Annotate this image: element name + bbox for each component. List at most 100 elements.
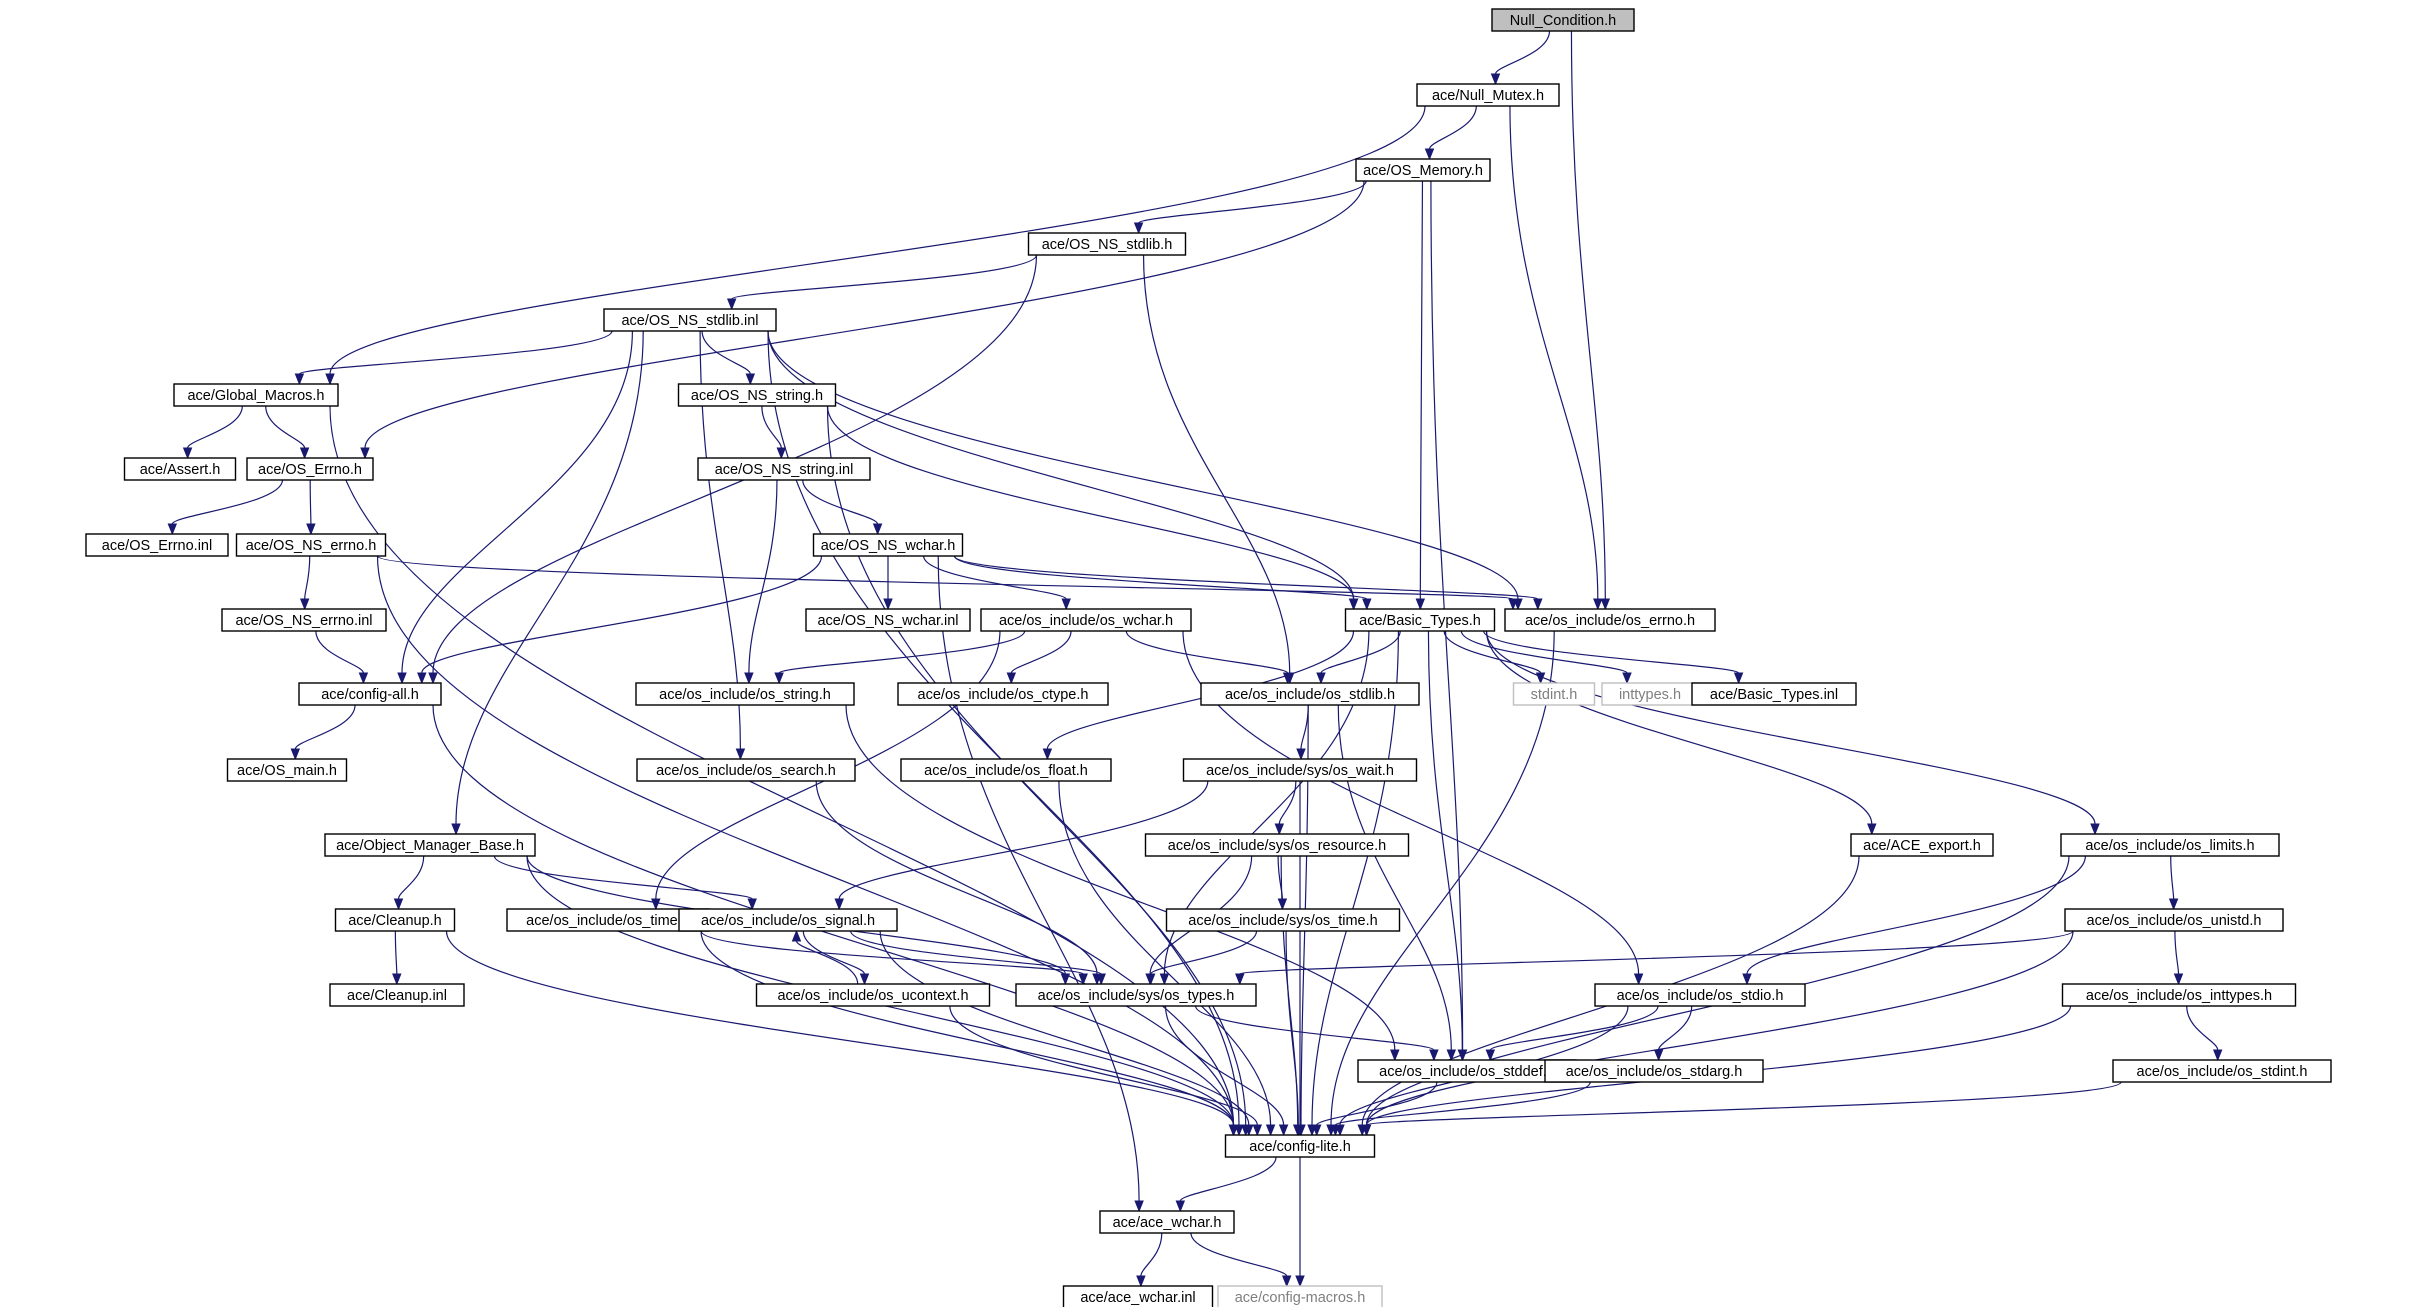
edge-line bbox=[1570, 30, 1606, 600]
node-basic-types-inl[interactable]: ace/Basic_Types.inl bbox=[1691, 682, 1857, 706]
node-box bbox=[636, 758, 856, 782]
node-inc-os-unistd[interactable]: ace/os_include/os_unistd.h bbox=[2064, 908, 2284, 932]
edge-line bbox=[767, 330, 1355, 600]
node-label: inttypes.h bbox=[1619, 687, 1681, 703]
node-ace-export[interactable]: ace/ACE_export.h bbox=[1850, 833, 1994, 857]
edge-line bbox=[1320, 630, 1401, 674]
node-global-macros[interactable]: ace/Global_Macros.h bbox=[173, 383, 339, 407]
edge-line bbox=[1337, 704, 1452, 1051]
edge-os-ns-string-h-to-os-ns-string-inl bbox=[761, 405, 787, 460]
edge-arrowhead bbox=[1633, 973, 1644, 986]
node-inc-os-stdint[interactable]: ace/os_include/os_stdint.h bbox=[2112, 1059, 2332, 1083]
node-label: ace/config-lite.h bbox=[1249, 1139, 1351, 1155]
edge-line bbox=[953, 555, 1368, 600]
node-config-lite[interactable]: ace/config-lite.h bbox=[1224, 1134, 1376, 1158]
node-inttypes[interactable]: inttypes.h bbox=[1601, 682, 1699, 706]
edge-arrowhead bbox=[1006, 672, 1017, 685]
edge-arrowhead bbox=[776, 447, 787, 460]
node-os-ns-wchar-inl[interactable]: ace/OS_NS_wchar.inl bbox=[805, 608, 971, 632]
edge-global-macros-to-assert bbox=[182, 405, 243, 460]
edge-arrowhead bbox=[1490, 73, 1501, 86]
node-os-ns-string-inl[interactable]: ace/OS_NS_string.inl bbox=[697, 457, 871, 481]
edge-arrowhead bbox=[299, 447, 310, 460]
node-os-ns-stdlib-h[interactable]: ace/OS_NS_stdlib.h bbox=[1027, 232, 1187, 256]
node-null-mutex[interactable]: ace/Null_Mutex.h bbox=[1416, 83, 1560, 107]
node-os-memory[interactable]: ace/OS_Memory.h bbox=[1355, 158, 1491, 182]
node-os-main[interactable]: ace/OS_main.h bbox=[226, 758, 348, 782]
edge-inc-os-wchar-to-inc-os-string bbox=[774, 630, 1026, 685]
node-inc-os-stddef[interactable]: ace/os_include/os_stddef.h bbox=[1357, 1059, 1577, 1083]
node-inc-os-float[interactable]: ace/os_include/os_float.h bbox=[900, 758, 1112, 782]
node-os-ns-errno-h[interactable]: ace/OS_NS_errno.h bbox=[235, 533, 387, 557]
edge-arrowhead bbox=[1622, 672, 1632, 685]
edge-line bbox=[1443, 630, 1542, 674]
node-inc-os-string[interactable]: ace/os_include/os_string.h bbox=[635, 682, 855, 706]
edge-arrowhead bbox=[1252, 1124, 1263, 1137]
node-os-ns-errno-inl[interactable]: ace/OS_NS_errno.inl bbox=[221, 608, 387, 632]
edge-line bbox=[700, 930, 1235, 1126]
node-inc-os-stdio[interactable]: ace/os_include/os_stdio.h bbox=[1594, 983, 1806, 1007]
node-box bbox=[603, 308, 777, 332]
node-inc-os-ctype[interactable]: ace/os_include/os_ctype.h bbox=[897, 682, 1109, 706]
node-config-all[interactable]: ace/config-all.h bbox=[298, 682, 442, 706]
node-inc-os-ucontext[interactable]: ace/os_include/os_ucontext.h bbox=[755, 983, 991, 1007]
edge-arrowhead bbox=[325, 373, 335, 386]
node-inc-sys-os-time[interactable]: ace/os_include/sys/os_time.h bbox=[1165, 908, 1401, 932]
node-label: ace/os_include/os_wchar.h bbox=[999, 613, 1173, 629]
node-inc-sys-os-wait[interactable]: ace/os_include/sys/os_wait.h bbox=[1182, 758, 1418, 782]
node-null-condition[interactable]: Null_Condition.h bbox=[1491, 8, 1635, 32]
node-os-ns-stdlib-inl[interactable]: ace/OS_NS_stdlib.inl bbox=[603, 308, 777, 332]
node-label: ace/OS_NS_string.h bbox=[691, 388, 823, 404]
node-object-manager-base[interactable]: ace/Object_Manager_Base.h bbox=[324, 833, 536, 857]
node-os-errno-inl[interactable]: ace/OS_Errno.inl bbox=[85, 533, 229, 557]
node-ace-wchar-h[interactable]: ace/ace_wchar.h bbox=[1099, 1210, 1235, 1234]
node-stdint[interactable]: stdint.h bbox=[1512, 682, 1596, 706]
edge-arrowhead bbox=[1593, 598, 1603, 611]
node-label: ace/os_include/os_unistd.h bbox=[2087, 913, 2262, 929]
node-cleanup-inl[interactable]: ace/Cleanup.inl bbox=[329, 983, 465, 1007]
edge-inc-os-stdlib-to-inc-os-stddef bbox=[1337, 704, 1457, 1062]
edge-arrowhead bbox=[2212, 1049, 2223, 1062]
node-config-macros[interactable]: ace/config-macros.h bbox=[1217, 1285, 1383, 1307]
node-inc-os-search[interactable]: ace/os_include/os_search.h bbox=[636, 758, 856, 782]
edge-cleanup-h-to-cleanup-inl bbox=[392, 930, 402, 986]
edge-line bbox=[364, 180, 1365, 449]
node-inc-os-time[interactable]: ace/os_include/os_time.h bbox=[506, 908, 710, 932]
node-inc-os-stdlib[interactable]: ace/os_include/os_stdlib.h bbox=[1200, 682, 1420, 706]
node-inc-os-stdarg[interactable]: ace/os_include/os_stdarg.h bbox=[1544, 1059, 1764, 1083]
node-os-ns-string-h[interactable]: ace/OS_NS_string.h bbox=[677, 383, 837, 407]
node-os-ns-wchar-h[interactable]: ace/OS_NS_wchar.h bbox=[812, 533, 964, 557]
edge-line bbox=[1494, 30, 1551, 75]
node-os-errno-h[interactable]: ace/OS_Errno.h bbox=[246, 457, 374, 481]
node-box bbox=[123, 457, 237, 481]
edge-inc-os-stdlib-to-inc-sys-os-wait bbox=[1296, 704, 1309, 761]
edge-line bbox=[455, 330, 644, 825]
edge-line bbox=[315, 630, 364, 674]
node-label: Null_Condition.h bbox=[1510, 13, 1616, 29]
node-inc-os-wchar[interactable]: ace/os_include/os_wchar.h bbox=[980, 608, 1192, 632]
node-inc-sys-os-resource[interactable]: ace/os_include/sys/os_resource.h bbox=[1144, 833, 1410, 857]
edge-arrowhead bbox=[1361, 1124, 1372, 1137]
node-inc-os-signal[interactable]: ace/os_include/os_signal.h bbox=[678, 908, 898, 932]
node-box bbox=[1200, 682, 1420, 706]
edge-arrowhead bbox=[2090, 823, 2100, 836]
node-label: ace/Basic_Types.inl bbox=[1710, 687, 1838, 703]
node-box bbox=[1062, 1285, 1214, 1307]
node-label: ace/os_include/sys/os_types.h bbox=[1038, 988, 1235, 1004]
edge-line bbox=[2170, 855, 2175, 900]
edge-line bbox=[1489, 1005, 1659, 1051]
node-cleanup-h[interactable]: ace/Cleanup.h bbox=[334, 908, 456, 932]
edge-line bbox=[1483, 630, 1740, 674]
node-ace-wchar-inl[interactable]: ace/ace_wchar.inl bbox=[1062, 1285, 1214, 1307]
node-inc-os-inttypes[interactable]: ace/os_include/os_inttypes.h bbox=[2061, 983, 2297, 1007]
node-basic-types-h[interactable]: ace/Basic_Types.h bbox=[1344, 608, 1496, 632]
edge-line bbox=[937, 555, 1140, 1202]
node-label: ace/Basic_Types.h bbox=[1359, 613, 1481, 629]
node-inc-sys-os-types[interactable]: ace/os_include/sys/os_types.h bbox=[1015, 983, 1257, 1007]
edge-null-condition-to-inc-os-errno bbox=[1570, 30, 1611, 611]
node-inc-os-errno[interactable]: ace/os_include/os_errno.h bbox=[1504, 608, 1716, 632]
edge-arrowhead bbox=[1653, 1049, 1664, 1062]
node-assert[interactable]: ace/Assert.h bbox=[123, 457, 237, 481]
node-inc-os-limits[interactable]: ace/os_include/os_limits.h bbox=[2060, 833, 2280, 857]
edge-line bbox=[1278, 780, 1297, 825]
